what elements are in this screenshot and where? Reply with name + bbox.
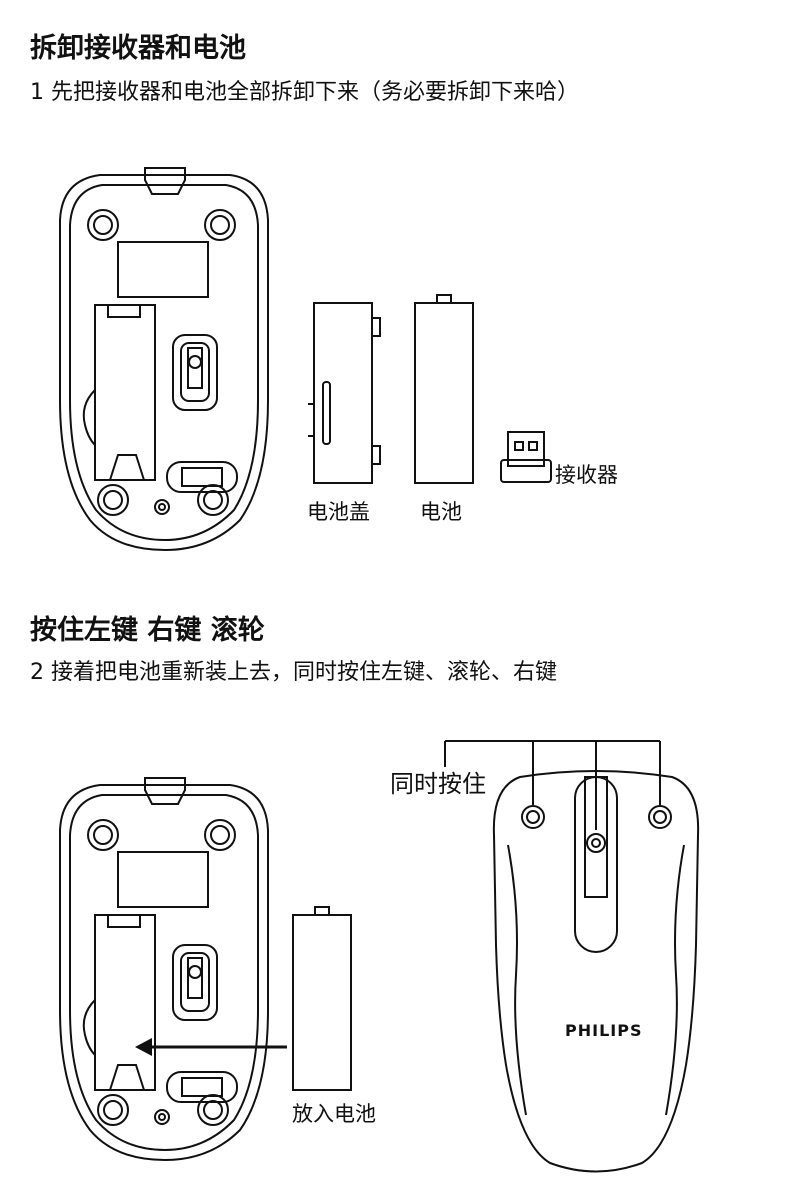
battery-cover-icon [308,302,381,484]
insert-battery-label: 放入电池 [292,1102,376,1126]
section2-illustration [59,740,700,1173]
section2-title: 按住左键 右键 滚轮 [30,615,265,646]
section2-step: 2 接着把电池重新装上去，同时按住左键、滚轮、右键 [30,660,557,685]
battery-cover-label: 电池盖 [307,500,370,524]
section1-title: 拆卸接收器和电池 [30,33,246,64]
mouse-bottom-icon [59,777,269,1162]
battery-icon [414,294,474,484]
arrow-head-icon [135,1038,152,1056]
battery-icon [292,906,352,1091]
receiver-label: 接收器 [555,463,618,487]
section1-illustration [59,167,552,552]
battery-label: 电池 [420,500,462,524]
section1-step: 1 先把接收器和电池全部拆卸下来（务必要拆卸下来哈） [30,80,579,105]
brand-logo: PHILIPS [565,1021,643,1040]
press-together-label: 同时按住 [390,770,486,798]
receiver-icon [500,431,552,483]
mouse-top-icon [492,770,700,1173]
press-bracket [444,740,661,830]
mouse-bottom-icon [59,167,269,552]
